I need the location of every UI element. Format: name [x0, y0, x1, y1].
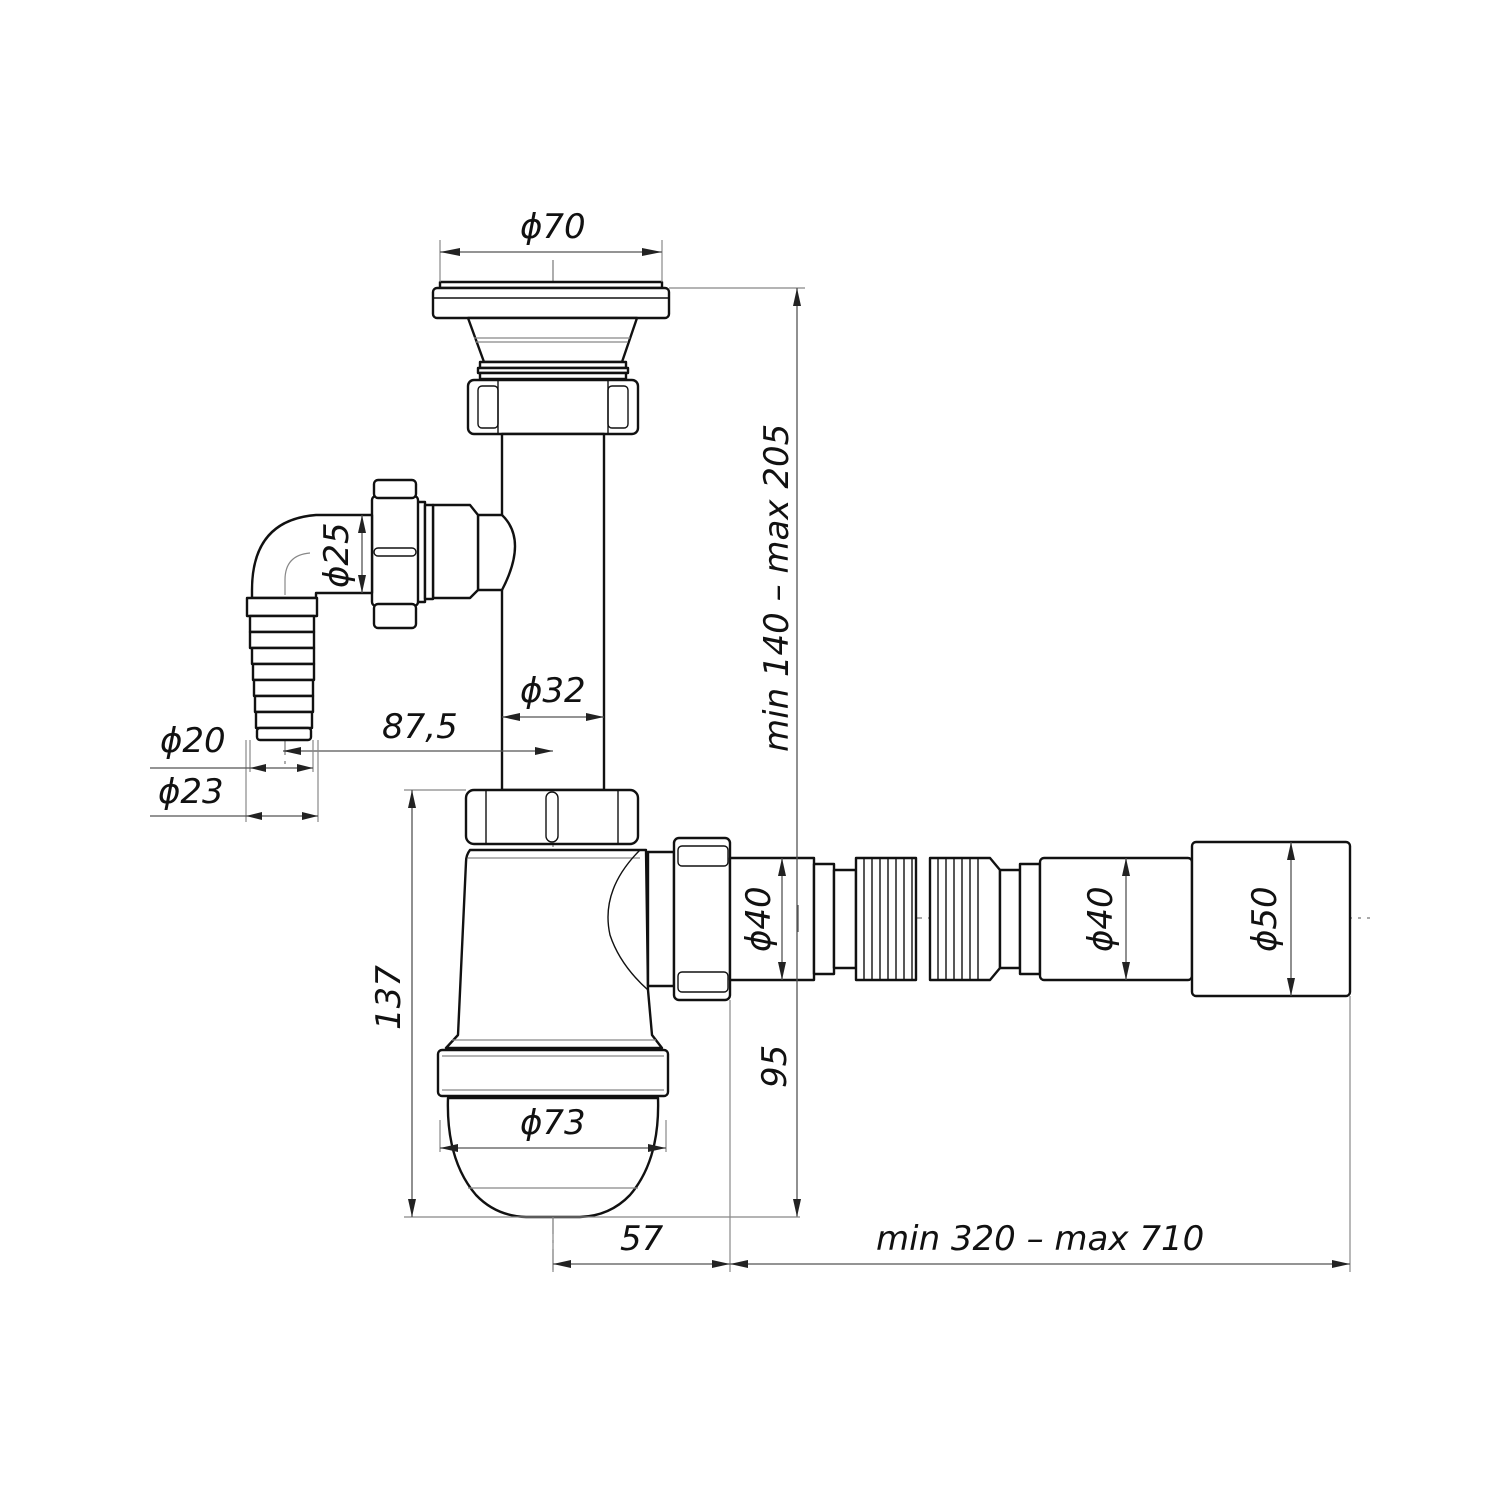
inlet-pipe — [500, 432, 606, 792]
label-phi40-nut: ϕ40 — [739, 886, 779, 952]
label-phi50: ϕ50 — [1245, 886, 1285, 952]
corrugated-pipe-1 — [854, 856, 918, 982]
label-flex-length: min 320 – max 710 — [876, 1219, 1204, 1259]
dimension-pipe-32: ϕ32 — [502, 671, 604, 721]
dimension-outlet-nut-40: ϕ40 — [739, 858, 799, 980]
lower-nut — [464, 788, 640, 846]
label-phi73: ϕ73 — [520, 1103, 586, 1143]
dimension-bottle-137: 137 — [369, 789, 800, 1218]
outlet-assembly — [646, 836, 1352, 1002]
dimension-offset-87-5: 87,5 — [283, 707, 553, 755]
label-phi23: ϕ23 — [158, 772, 224, 812]
label-phi32: ϕ32 — [520, 671, 586, 711]
strainer-assembly — [431, 280, 671, 439]
label-phi70: ϕ70 — [520, 207, 586, 247]
dimension-flex-40: ϕ40 — [1081, 858, 1130, 980]
dimension-overall-height: min 140 – max 205 — [669, 287, 805, 1217]
dimension-bottom-lengths: 57 min 320 – max 710 — [552, 996, 1351, 1272]
corrugated-pipe-2 — [928, 856, 1002, 982]
dimension-bottle-73: ϕ73 — [439, 1103, 667, 1152]
label-95: 95 — [755, 1045, 795, 1088]
label-phi20: ϕ20 — [160, 721, 226, 761]
dimension-hose-20-23: ϕ20 ϕ23 — [150, 721, 319, 822]
side-connector — [245, 478, 517, 742]
label-phi25: ϕ25 — [317, 522, 357, 588]
label-overall-height: min 140 – max 205 — [757, 424, 797, 752]
bottle-body — [436, 848, 670, 1219]
dimension-outlet-95: 95 — [755, 1045, 795, 1088]
hose-barb — [245, 596, 319, 742]
label-137: 137 — [369, 965, 409, 1030]
label-87-5: 87,5 — [382, 707, 458, 747]
dimension-strainer-70: ϕ70 — [439, 207, 663, 282]
dimension-side-25: ϕ25 — [317, 515, 366, 593]
dimension-end-50: ϕ50 — [1245, 842, 1295, 996]
label-phi40-flex: ϕ40 — [1081, 886, 1121, 952]
label-57: 57 — [620, 1219, 664, 1259]
